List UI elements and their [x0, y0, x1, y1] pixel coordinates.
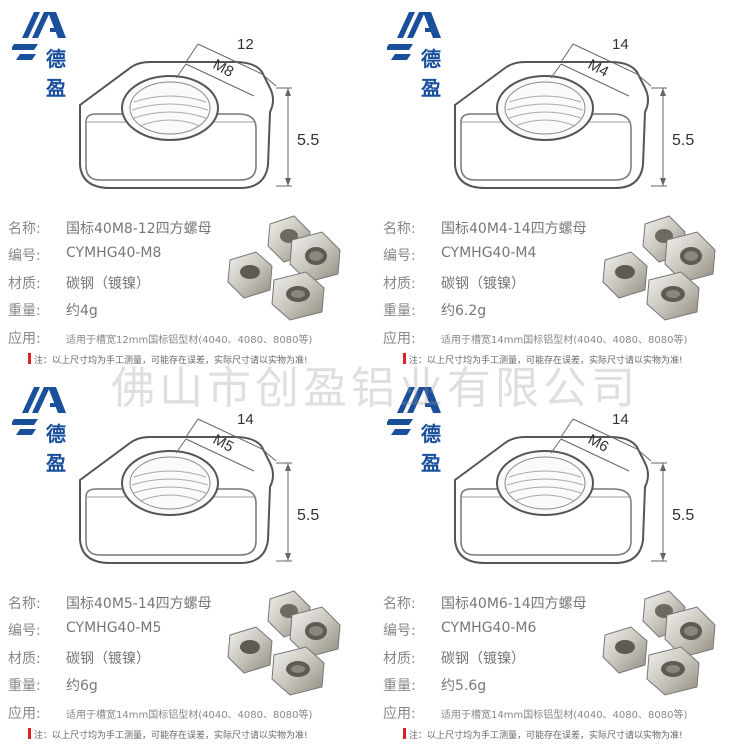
product-panel-4: 德盈 14	[375, 375, 750, 750]
spec-value: 适用于槽宽14mm国标铝型材(4040、4080、8080等)	[441, 710, 688, 721]
nut-technical-drawing	[79, 418, 292, 564]
spec-label: 材质:	[383, 651, 416, 667]
spec-value: 国标40M6-14四方螺母	[441, 596, 587, 612]
brand-logo: 德盈	[387, 8, 455, 100]
spec-value: 约5.6g	[441, 678, 487, 694]
spec-value: 适用于槽宽14mm国标铝型材(4040、4080、8080等)	[66, 710, 313, 721]
brand-logo: 德盈	[387, 383, 455, 475]
nut-product-photo	[602, 215, 716, 321]
product-panel-3: 德盈 14	[0, 375, 375, 750]
spec-label: 重量:	[8, 678, 41, 694]
note-marker	[403, 728, 406, 739]
height-dimension: 5.5	[672, 507, 695, 524]
note-marker	[403, 353, 406, 364]
measurement-note: 注：以上尺寸均为手工测量，可能存在误差，实际尺寸请以实物为准!	[409, 731, 683, 741]
brand-name: 德盈	[421, 422, 442, 475]
width-dimension: 14	[612, 411, 629, 428]
spec-value: CYMHG40-M8	[66, 245, 162, 261]
spec-value: 碳钢（镀镍）	[441, 651, 525, 667]
spec-value: CYMHG40-M6	[441, 620, 537, 636]
measurement-note: 注：以上尺寸均为手工测量，可能存在误差，实际尺寸请以实物为准!	[34, 731, 308, 741]
spec-label: 重量:	[383, 303, 416, 319]
spec-value: 国标40M4-14四方螺母	[441, 221, 587, 237]
spec-label: 编号:	[383, 623, 416, 639]
brand-logo: 德盈	[12, 383, 80, 475]
brand-name: 德盈	[421, 47, 442, 100]
spec-label: 编号:	[8, 248, 41, 264]
width-dimension: 14	[237, 411, 254, 428]
spec-label: 应用:	[383, 706, 416, 722]
spec-label: 编号:	[8, 623, 41, 639]
nut-technical-drawing	[454, 43, 667, 189]
spec-value: CYMHG40-M4	[441, 245, 537, 261]
spec-value: 国标40M5-14四方螺母	[66, 596, 212, 612]
spec-value: 碳钢（镀镍）	[66, 651, 150, 667]
height-dimension: 5.5	[297, 132, 320, 149]
nut-product-photo	[227, 590, 341, 696]
note-marker	[28, 353, 31, 364]
spec-label: 名称:	[8, 221, 41, 237]
spec-value: 约6.2g	[441, 303, 487, 319]
spec-label: 名称:	[8, 596, 41, 612]
height-dimension: 5.5	[672, 132, 695, 149]
height-dimension: 5.5	[297, 507, 320, 524]
brand-logo-icon	[12, 12, 66, 60]
brand-logo: 德盈	[12, 8, 80, 100]
nut-technical-drawing	[454, 418, 667, 564]
spec-label: 应用:	[383, 331, 416, 347]
nut-product-photo	[602, 590, 716, 696]
measurement-note: 注：以上尺寸均为手工测量，可能存在误差，实际尺寸请以实物为准!	[409, 356, 683, 366]
brand-name: 德盈	[46, 422, 67, 475]
spec-label: 材质:	[383, 276, 416, 292]
spec-label: 编号:	[383, 248, 416, 264]
spec-label: 重量:	[383, 678, 416, 694]
spec-label: 应用:	[8, 331, 41, 347]
product-panel-1: 德盈 12	[0, 0, 375, 375]
brand-logo-icon	[387, 12, 441, 60]
width-dimension: 14	[612, 36, 629, 53]
spec-value: 国标40M8-12四方螺母	[66, 221, 212, 237]
spec-label: 材质:	[8, 651, 41, 667]
spec-value: 约4g	[66, 303, 98, 319]
measurement-note: 注：以上尺寸均为手工测量，可能存在误差，实际尺寸请以实物为准!	[34, 356, 308, 366]
spec-value: 碳钢（镀镍）	[66, 276, 150, 292]
product-panel-2: 德盈 14	[375, 0, 750, 375]
spec-value: 适用于槽宽14mm国标铝型材(4040、4080、8080等)	[441, 335, 688, 346]
spec-label: 名称:	[383, 221, 416, 237]
spec-value: CYMHG40-M5	[66, 620, 162, 636]
nut-product-photo	[227, 215, 341, 321]
spec-value: 约6g	[66, 678, 98, 694]
brand-name: 德盈	[46, 47, 67, 100]
spec-label: 名称:	[383, 596, 416, 612]
note-marker	[28, 728, 31, 739]
spec-label: 重量:	[8, 303, 41, 319]
spec-value: 适用于槽宽12mm国标铝型材(4040、4080、8080等)	[66, 335, 313, 346]
spec-label: 材质:	[8, 276, 41, 292]
brand-logo-icon	[387, 387, 441, 435]
brand-logo-icon	[12, 387, 66, 435]
spec-value: 碳钢（镀镍）	[441, 276, 525, 292]
nut-technical-drawing	[79, 43, 292, 189]
spec-label: 应用:	[8, 706, 41, 722]
width-dimension: 12	[237, 36, 254, 53]
